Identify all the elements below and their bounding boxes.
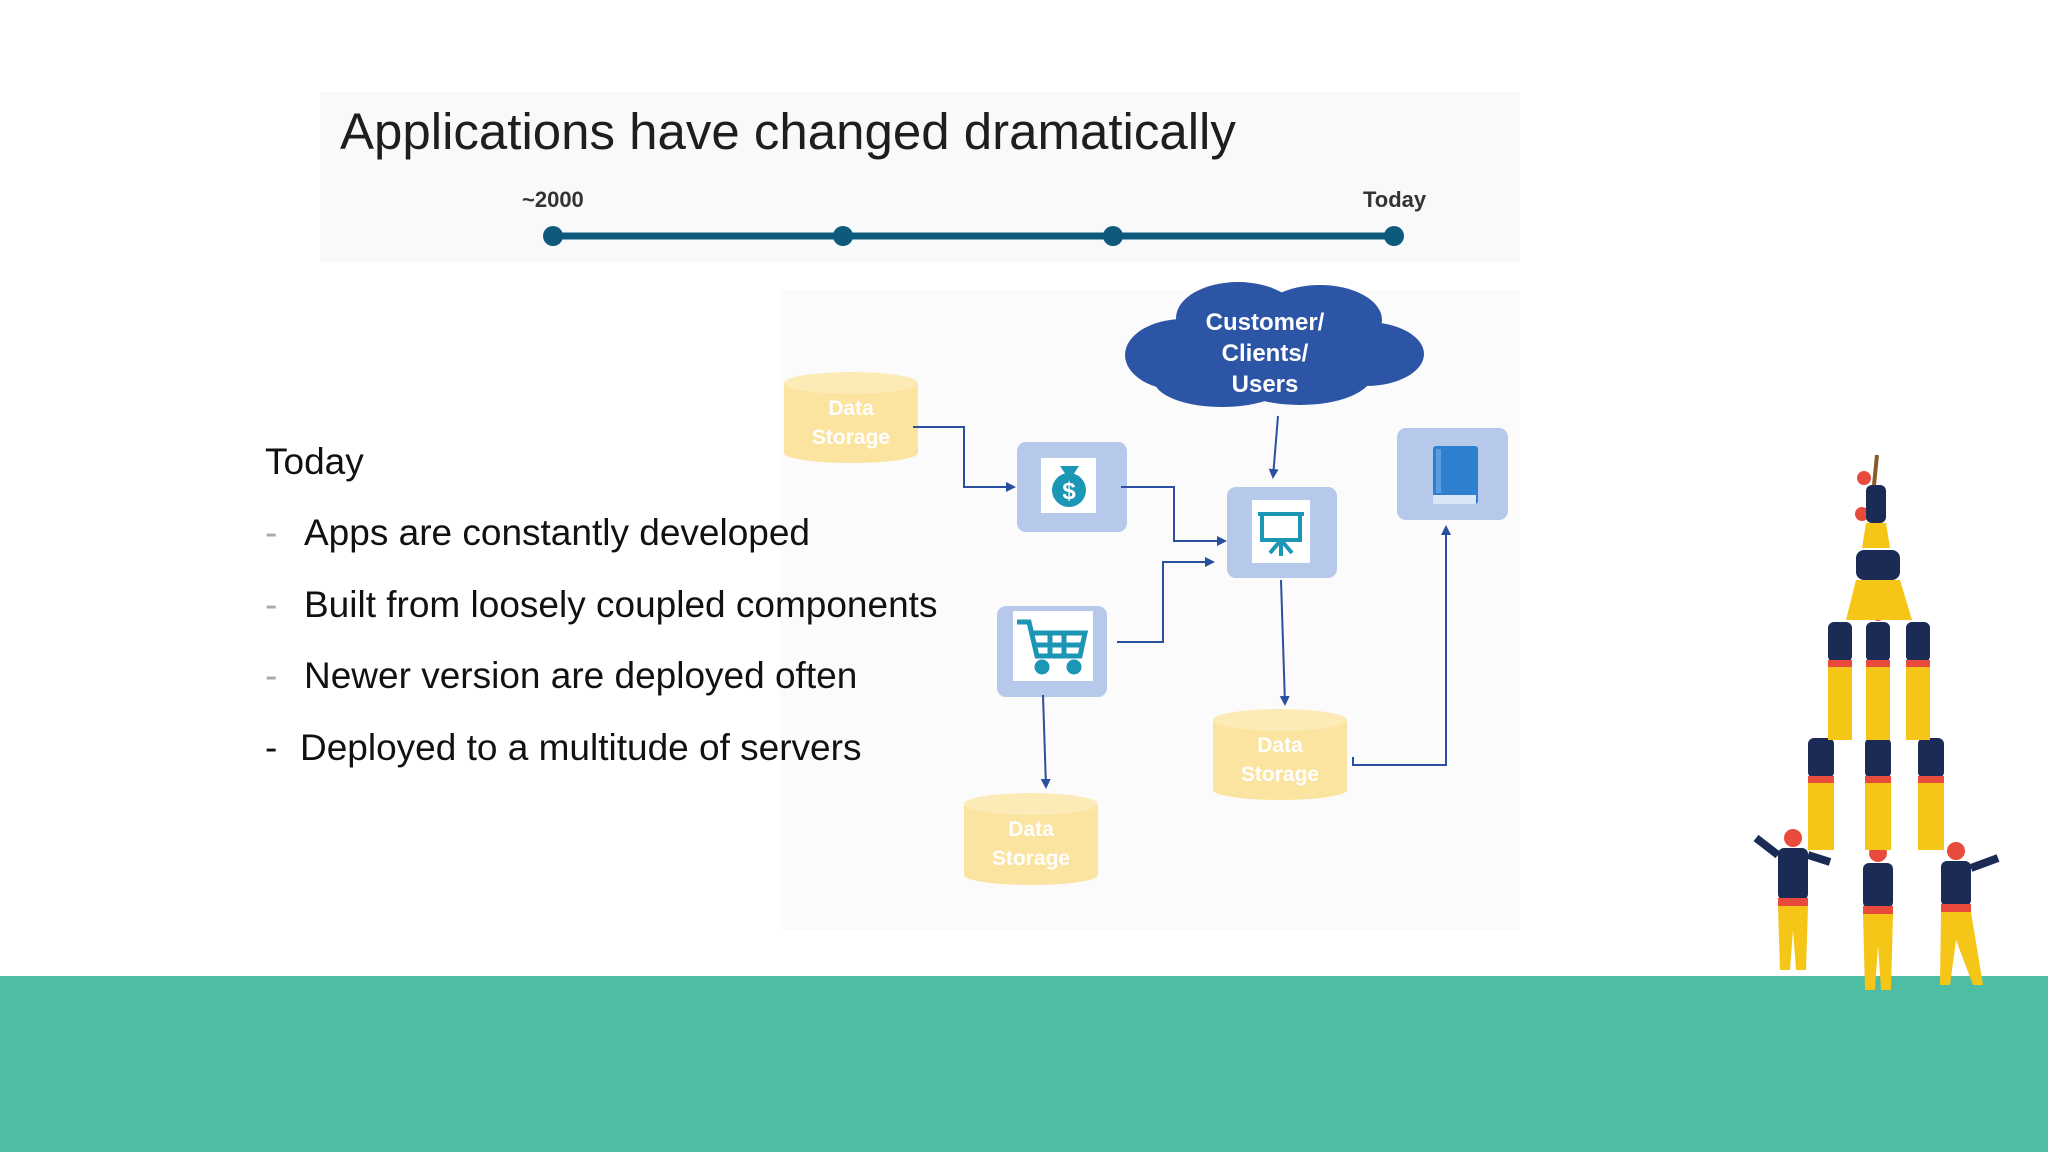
tower-person bbox=[1808, 738, 1834, 850]
storage-cylinder bbox=[964, 793, 1098, 885]
timeline-end-label: Today bbox=[1363, 187, 1427, 212]
shopping-cart-icon bbox=[1017, 619, 1089, 675]
tower-person bbox=[1828, 622, 1852, 740]
tower-person bbox=[1906, 622, 1930, 740]
bullet-dash: - bbox=[265, 584, 278, 625]
bottom-band bbox=[0, 976, 2048, 1152]
presentation-component bbox=[1227, 487, 1337, 578]
timeline-start-label: ~2000 bbox=[522, 187, 584, 212]
storage-label: Data Storage bbox=[1213, 731, 1347, 789]
presentation-icon bbox=[1258, 512, 1304, 556]
bullet-text: Deployed to a multitude of servers bbox=[300, 727, 862, 768]
human-tower-illustration bbox=[1753, 454, 2000, 990]
storage-label-line: Data bbox=[828, 397, 874, 420]
arrow-cart-to-presentation bbox=[1117, 557, 1215, 643]
storage-label-line: Storage bbox=[991, 847, 1071, 870]
arrow-cloud-to-presentation bbox=[1268, 415, 1279, 479]
tower-person bbox=[1940, 842, 2000, 985]
storage-label: Data Storage bbox=[964, 815, 1098, 873]
tower-person bbox=[1918, 738, 1944, 850]
slide-title: Applications have changed dramatically bbox=[340, 103, 1236, 160]
money-component: $ bbox=[1017, 442, 1127, 532]
storage-cylinder bbox=[1213, 709, 1347, 800]
arrow-storage-to-money bbox=[913, 426, 1016, 492]
timeline-dot bbox=[1103, 226, 1123, 246]
bullet-text: Built from loosely coupled components bbox=[304, 584, 938, 625]
bullet-dash: - bbox=[265, 655, 278, 696]
cloud-label: Customer/ Clients/ Users bbox=[1170, 307, 1360, 400]
cloud-label-line: Clients/ bbox=[1221, 340, 1309, 367]
tower-person bbox=[1863, 844, 1893, 990]
timeline-dot bbox=[833, 226, 853, 246]
bullet-dash: - bbox=[265, 727, 278, 768]
cloud-label-line: Users bbox=[1231, 371, 1299, 398]
book-component bbox=[1397, 428, 1508, 520]
arrow-presentation-to-storage bbox=[1279, 579, 1290, 706]
storage-label-line: Data bbox=[1008, 818, 1054, 841]
timeline-dot bbox=[543, 226, 563, 246]
timeline-dot bbox=[1384, 226, 1404, 246]
cloud-shape bbox=[1125, 282, 1424, 407]
storage-label-line: Storage bbox=[1240, 763, 1320, 786]
svg-text:$: $ bbox=[1062, 478, 1076, 505]
book-icon bbox=[1433, 446, 1478, 504]
cart-component bbox=[997, 606, 1107, 697]
arrow-cart-to-storage bbox=[1040, 694, 1051, 789]
tower-person bbox=[1866, 605, 1890, 740]
cloud-label-line: Customer/ bbox=[1205, 309, 1325, 336]
section-heading: Today bbox=[265, 441, 364, 482]
storage-label: Data Storage bbox=[784, 394, 918, 452]
tower-person bbox=[1855, 454, 1890, 548]
arrow-money-to-presentation bbox=[1121, 486, 1227, 546]
connectors bbox=[913, 415, 1451, 789]
bullet-text: Apps are constantly developed bbox=[304, 512, 811, 553]
tower-person bbox=[1753, 829, 1832, 970]
arrow-storage-to-book bbox=[1352, 525, 1451, 766]
storage-label-line: Data bbox=[1257, 734, 1303, 757]
storage-cylinder bbox=[784, 372, 918, 463]
bullet-text: Newer version are deployed often bbox=[304, 655, 858, 696]
storage-label-line: Storage bbox=[811, 426, 891, 449]
money-bag-icon: $ bbox=[1052, 466, 1086, 507]
bullet-dash: - bbox=[265, 512, 278, 553]
